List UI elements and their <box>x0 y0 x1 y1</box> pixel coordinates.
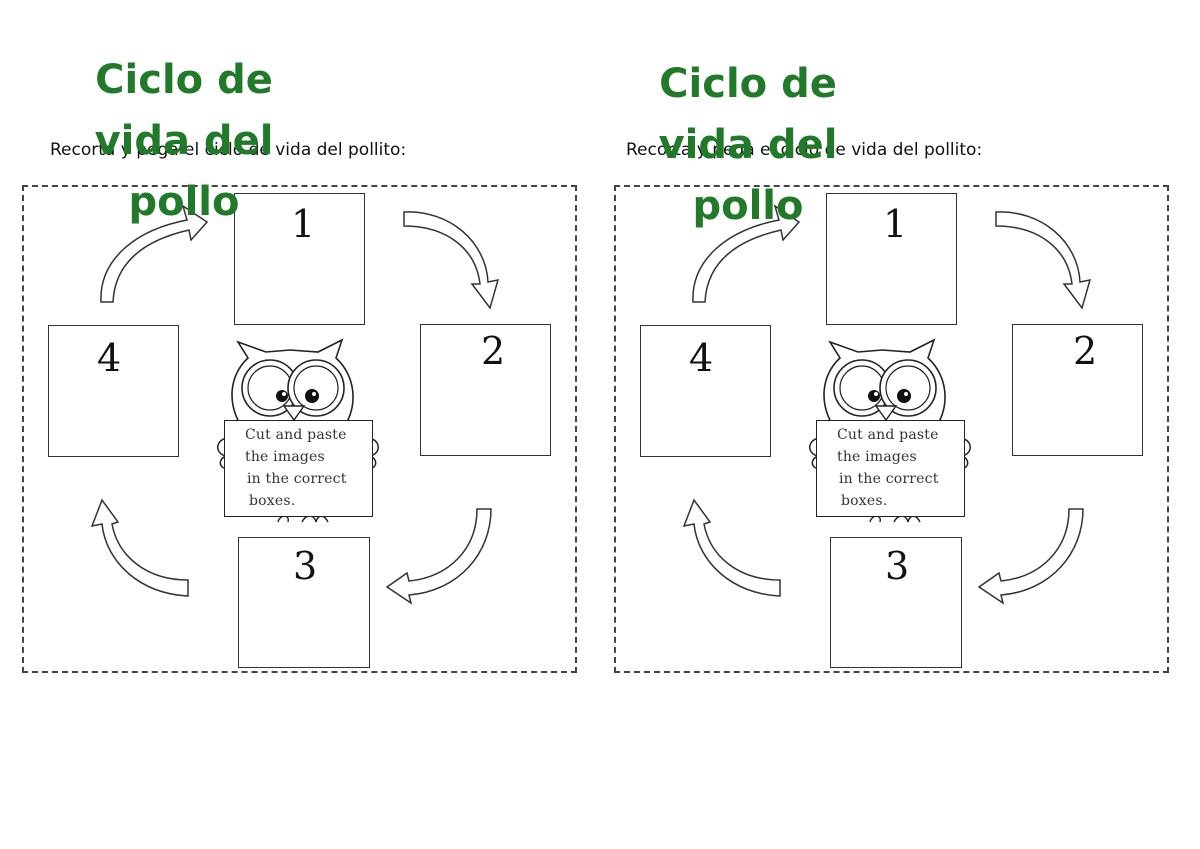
title-line-2: vida del <box>658 122 838 168</box>
worksheet-title: Ciclo de vida del pollo <box>648 54 848 237</box>
owl-sign: Cut and paste the images in the correct … <box>224 420 373 517</box>
cut-area-dashed-border <box>22 185 577 673</box>
box-1: 1 <box>234 193 365 325</box>
box-2-number: 2 <box>1073 329 1098 373</box>
title-line-2: vida del <box>94 118 274 164</box>
sign-line-3: in the correct <box>247 471 347 487</box>
worksheet-right: Recorta y pega el ciclo de vida del poll… <box>592 0 1192 849</box>
box-2-number: 2 <box>481 329 506 373</box>
sign-line-3: in the correct <box>839 471 939 487</box>
arrow-bottom-right-icon <box>977 508 1084 605</box>
box-4: 4 <box>640 325 771 457</box>
cut-area-dashed-border <box>614 185 1169 673</box>
box-2: 2 <box>420 324 551 456</box>
sign-line-2: the images <box>245 449 325 465</box>
sign-line-2: the images <box>837 449 917 465</box>
instruction-text: Recorta y pega el ciclo de vida del poll… <box>50 140 407 160</box>
box-4-number: 4 <box>689 336 714 380</box>
box-4: 4 <box>48 325 179 457</box>
title-line-1: Ciclo de <box>95 57 273 103</box>
owl-sign: Cut and paste the images in the correct … <box>816 420 965 517</box>
title-line-3: pollo <box>128 179 240 225</box>
arrow-top-left-icon <box>100 204 209 303</box>
arrow-top-right-icon <box>995 211 1092 310</box>
worksheet-title: Ciclo de vida del pollo <box>84 50 284 233</box>
instruction-text: Recorta y pega el ciclo de vida del poll… <box>626 140 983 160</box>
arrow-top-right-icon <box>403 211 500 310</box>
arrow-bottom-left-icon <box>682 498 781 597</box>
box-2: 2 <box>1012 324 1143 456</box>
box-3: 3 <box>238 537 370 668</box>
box-4-number: 4 <box>97 336 122 380</box>
sign-line-1: Cut and paste <box>837 427 939 443</box>
owl-icon <box>809 338 971 523</box>
box-3-number: 3 <box>885 544 910 588</box>
box-1: 1 <box>826 193 957 325</box>
title-line-3: pollo <box>692 183 804 229</box>
sign-line-4: boxes. <box>841 493 888 509</box>
box-1-number: 1 <box>291 202 316 246</box>
worksheet-left: Recorta y pega el ciclo de vida del poll… <box>22 50 577 673</box>
sign-line-1: Cut and paste <box>245 427 347 443</box>
box-1-number: 1 <box>883 202 908 246</box>
arrow-top-left-icon <box>692 204 801 303</box>
sign-line-4: boxes. <box>249 493 296 509</box>
arrow-bottom-right-icon <box>385 508 492 605</box>
box-3-number: 3 <box>293 544 318 588</box>
arrow-bottom-left-icon <box>90 498 189 597</box>
title-line-1: Ciclo de <box>659 61 837 107</box>
box-3: 3 <box>830 537 962 668</box>
